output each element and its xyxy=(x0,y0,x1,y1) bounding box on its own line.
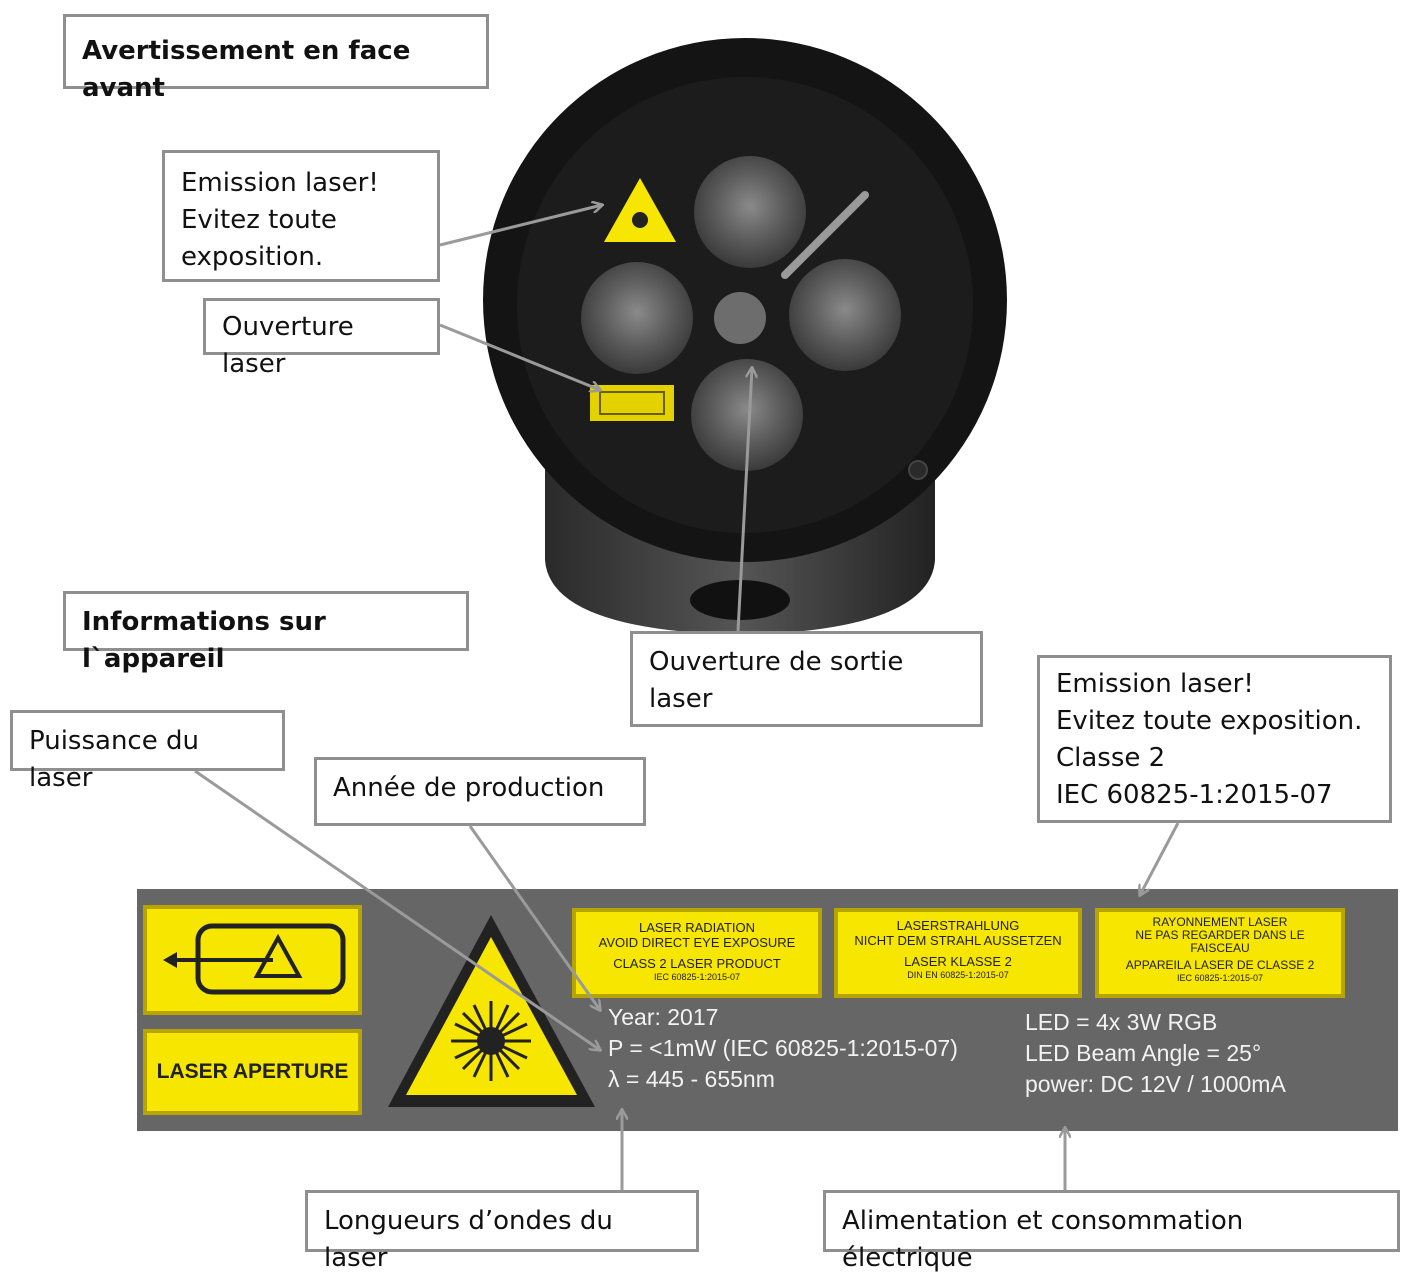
laser-warning-triangle-icon xyxy=(604,178,676,242)
sensor-mark xyxy=(781,191,869,279)
callout-emission-label: Emission laser! Evitez toute exposition.… xyxy=(1037,655,1392,823)
screw-icon xyxy=(908,460,928,480)
laser-aperture-text-label: LASER APERTURE xyxy=(143,1029,362,1115)
callout-supply: Alimentation et consommation électrique xyxy=(823,1190,1400,1273)
spec-power: P = <1mW (IEC 60825-1:2015-07) xyxy=(608,1035,958,1061)
warning-label-english: LASER RADIATION AVOID DIRECT EYE EXPOSUR… xyxy=(572,908,822,998)
device-bottom xyxy=(690,580,790,620)
callout-aperture: Ouverture laser xyxy=(203,298,440,379)
lens-top xyxy=(694,156,806,268)
specs-right: LED = 4x 3W RGB LED Beam Angle = 25° pow… xyxy=(1025,1007,1286,1100)
callout-wavelength: Longueurs d’ondes du laser xyxy=(305,1190,699,1273)
arrow-emission-label xyxy=(1140,822,1180,895)
laser-hazard-triangle-icon xyxy=(388,915,595,1107)
callout-power: Puissance du laser xyxy=(10,710,285,793)
spec-wavelength: λ = 445 - 655nm xyxy=(608,1066,775,1092)
aperture-symbol-label xyxy=(143,905,362,1015)
lens-left xyxy=(581,262,693,374)
spec-beam-angle: LED Beam Angle = 25° xyxy=(1025,1040,1262,1066)
lens-right xyxy=(789,259,901,371)
warning-label-german: LASERSTRAHLUNG NICHT DEM STRAHL AUSSETZE… xyxy=(834,908,1082,998)
specs-left: Year: 2017 P = <1mW (IEC 60825-1:2015-07… xyxy=(608,1002,958,1095)
spec-year: Year: 2017 xyxy=(608,1004,719,1030)
callout-exit-aperture: Ouverture de sortie laser xyxy=(630,631,983,727)
spec-led: LED = 4x 3W RGB xyxy=(1025,1009,1218,1035)
laser-device-illustration xyxy=(483,38,1007,635)
spec-supply: power: DC 12V / 1000mA xyxy=(1025,1071,1286,1097)
warning-label-french: RAYONNEMENT LASER NE PAS REGARDER DANS L… xyxy=(1095,908,1345,998)
laser-exit-aperture xyxy=(714,292,766,344)
laser-aperture-sticker-icon xyxy=(590,385,674,421)
front-warning-heading: Avertissement en face avant xyxy=(63,14,489,103)
lens-bottom xyxy=(691,359,803,471)
laser-aperture-symbol-icon xyxy=(162,923,345,995)
callout-emission-front: Emission laser! Evitez toute exposition. xyxy=(162,150,440,282)
callout-year: Année de production xyxy=(314,757,646,826)
device-info-heading: Informations sur l`appareil xyxy=(63,591,469,674)
device-info-label-panel: LASER APERTURE LASER RADIATION AVOID DIR… xyxy=(137,889,1398,1131)
